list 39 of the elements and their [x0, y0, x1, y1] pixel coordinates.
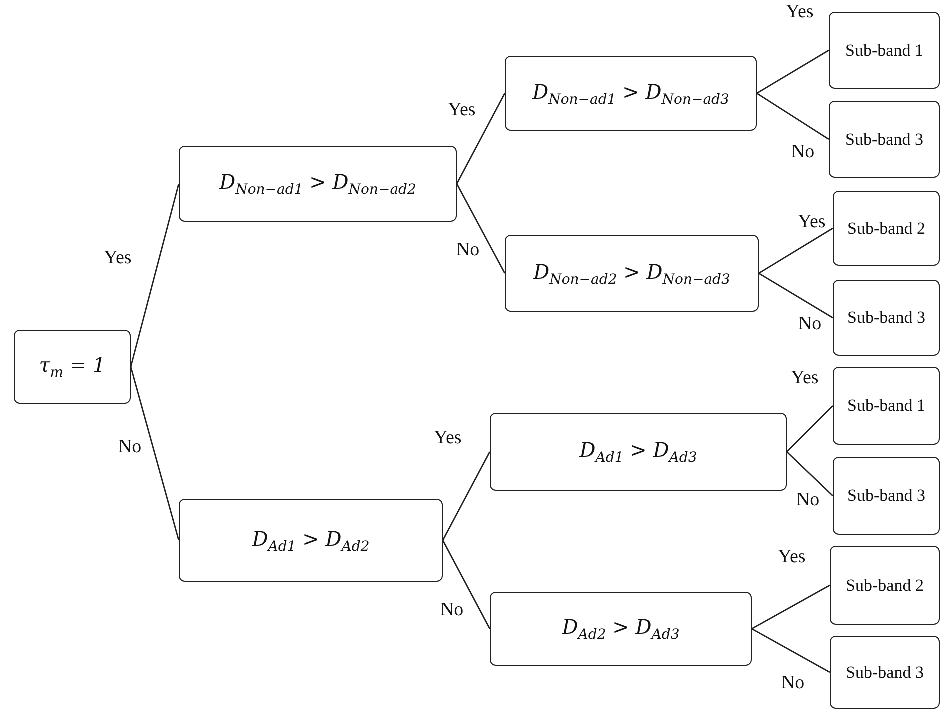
result-text: Sub-band 3 — [846, 130, 924, 150]
result-text: Sub-band 1 — [848, 396, 926, 416]
connector-line — [456, 184, 506, 274]
connector-line — [758, 272, 834, 319]
condition-text: τ$_{m}$ = 1 — [39, 353, 106, 381]
connector-line — [758, 228, 834, 274]
connector-line — [786, 452, 834, 496]
result-text: Sub-band 2 — [848, 218, 926, 238]
connector-line — [786, 406, 834, 452]
result-box — [830, 546, 940, 625]
connector-line — [752, 584, 830, 630]
decision-box — [490, 592, 752, 666]
decision-box — [179, 499, 443, 582]
result-box — [830, 636, 940, 709]
connector-line — [130, 366, 180, 541]
decision-box — [490, 413, 787, 491]
connector-line — [752, 628, 830, 674]
connector-line — [130, 184, 180, 368]
decision-box — [179, 146, 457, 222]
result-box — [833, 280, 940, 356]
connector-line — [456, 93, 506, 184]
result-text: Sub-band 3 — [848, 486, 926, 506]
result-box — [833, 367, 940, 445]
result-text: Sub-band 2 — [846, 576, 924, 596]
result-text: Sub-band 3 — [848, 308, 926, 328]
result-box — [833, 191, 940, 266]
edge-label: Yes — [797, 212, 827, 232]
result-text: Sub-band 1 — [846, 40, 924, 60]
result-text: Sub-band 3 — [846, 662, 924, 682]
connector-line — [756, 92, 830, 140]
decision-box — [14, 330, 131, 404]
decision-box — [505, 235, 759, 312]
result-box — [829, 101, 940, 178]
connector-line — [756, 50, 830, 94]
connector-line — [442, 540, 491, 630]
result-box — [829, 12, 940, 89]
decision-box — [505, 56, 757, 131]
connector-line — [442, 452, 491, 541]
result-box — [833, 457, 940, 535]
